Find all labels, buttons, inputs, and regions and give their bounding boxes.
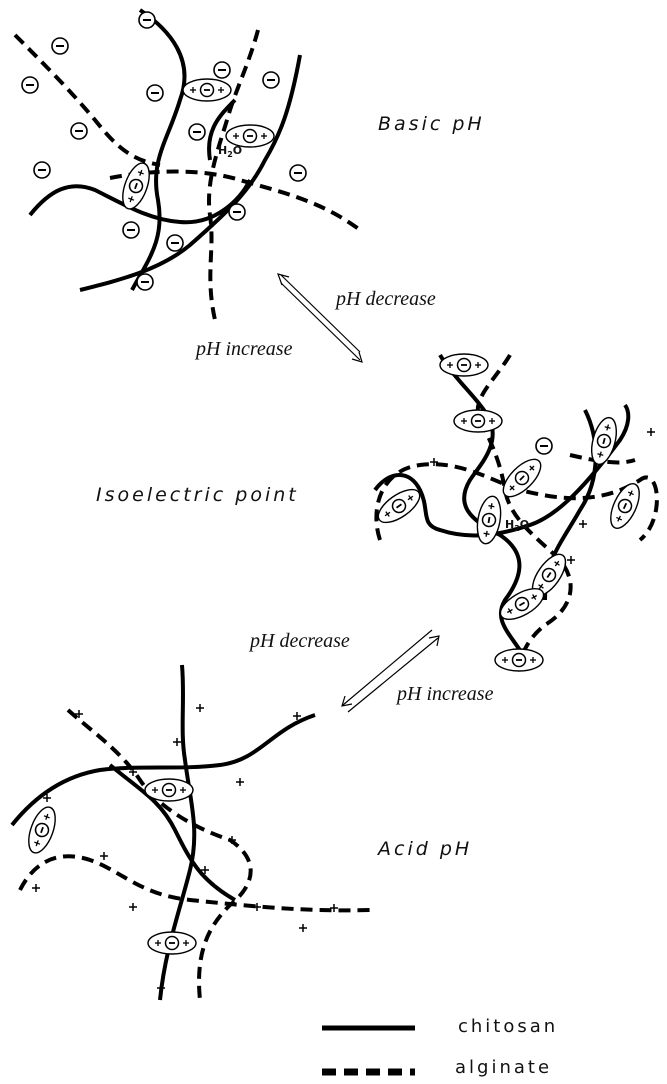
ion-pair	[474, 494, 504, 545]
state-label-acid: Acid pH	[378, 838, 472, 860]
water-label-middle: H2O	[505, 518, 529, 533]
water-label-top: H2O	[218, 144, 242, 159]
ion-pair	[605, 480, 645, 533]
ion-pair	[183, 79, 231, 101]
ion-pair	[454, 410, 502, 432]
ion-pair	[23, 804, 60, 857]
arrow-label-ph-increase-bottom: pH increase	[397, 683, 493, 706]
ion-pair	[373, 483, 425, 529]
ion-pair	[495, 649, 543, 671]
ion-pair	[148, 932, 196, 954]
legend-alginate-label: alginate	[455, 1057, 552, 1078]
isoelectric-network	[373, 354, 657, 672]
alginate-chain	[15, 35, 160, 165]
arrow-label-ph-decrease-top: pH decrease	[336, 288, 436, 311]
arrow-label-ph-increase-top: pH increase	[196, 338, 292, 361]
ion-pair	[145, 779, 193, 801]
acid-ph-network	[12, 665, 370, 1000]
alginate-chain	[68, 710, 251, 1000]
legend-chitosan-label: chitosan	[458, 1016, 558, 1037]
chitosan-chain	[12, 715, 315, 825]
ion-pair	[440, 354, 488, 376]
state-label-isoelectric: Isoelectric point	[96, 484, 299, 506]
basic-ph-network	[15, 10, 360, 320]
arrow-label-ph-decrease-bottom: pH decrease	[250, 630, 350, 653]
state-label-basic: Basic pH	[378, 113, 485, 135]
